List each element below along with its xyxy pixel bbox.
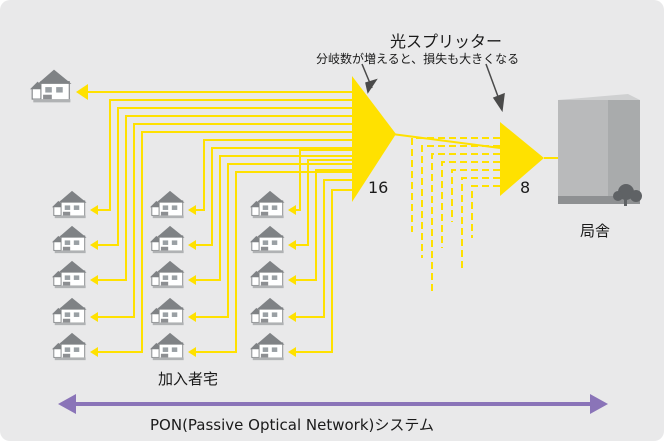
fiber-col2-r1 bbox=[190, 139, 353, 211]
system-name-label: PON(Passive Optical Network)システム bbox=[150, 416, 434, 434]
dashed-branch-6 bbox=[461, 177, 500, 268]
house-connector bbox=[188, 205, 196, 215]
fiber-col1-r2 bbox=[92, 107, 353, 246]
fiber-col1-r5 bbox=[92, 131, 353, 353]
house-connector bbox=[288, 205, 296, 215]
dashed-branch-4 bbox=[441, 161, 500, 248]
dashed-branch-7 bbox=[471, 185, 500, 238]
dashed-branch-1 bbox=[411, 137, 500, 232]
house-icon bbox=[150, 297, 186, 326]
house-icon bbox=[250, 297, 286, 326]
fiber-col3-r3 bbox=[290, 169, 353, 281]
dashed-branch-lines bbox=[411, 137, 500, 292]
fiber-col3-r2 bbox=[290, 159, 353, 246]
fiber-col3-r4 bbox=[290, 179, 353, 318]
house-connector bbox=[90, 312, 98, 322]
fiber-col2-r4 bbox=[190, 163, 353, 318]
house-icon bbox=[30, 69, 73, 103]
house-connector bbox=[90, 240, 98, 250]
house-connector bbox=[188, 240, 196, 250]
house-connector bbox=[288, 312, 296, 322]
house-icon bbox=[52, 190, 88, 219]
double-headed-arrow bbox=[58, 394, 608, 414]
subscriber-fiber-lines bbox=[86, 91, 353, 353]
house-icon bbox=[52, 297, 88, 326]
subscriber-houses bbox=[52, 190, 296, 361]
fiber-col1-r3 bbox=[92, 115, 353, 281]
house-connector bbox=[288, 240, 296, 250]
house-connector bbox=[288, 347, 296, 357]
house-icon bbox=[150, 260, 186, 289]
house-icon bbox=[250, 332, 286, 361]
central-office-label: 局舎 bbox=[580, 222, 611, 240]
subscribers-label: 加入者宅 bbox=[158, 370, 219, 388]
fiber-col2-r3 bbox=[190, 155, 353, 281]
fiber-col3-r5 bbox=[290, 189, 353, 353]
fiber-col2-r2 bbox=[190, 147, 353, 246]
split-ratio-first: 16 bbox=[368, 178, 389, 197]
callout-arrow-right bbox=[485, 63, 501, 103]
house-icon bbox=[250, 260, 286, 289]
house-icon bbox=[52, 260, 88, 289]
fiber-col1-r4 bbox=[92, 123, 353, 318]
house-connector bbox=[76, 84, 88, 100]
dashed-branch-3 bbox=[431, 153, 500, 292]
dashed-branch-5 bbox=[451, 169, 500, 222]
house-icon bbox=[250, 190, 286, 219]
house-connector bbox=[188, 347, 196, 357]
building-base bbox=[558, 196, 640, 204]
house-connector bbox=[188, 312, 196, 322]
tree-icon bbox=[613, 184, 642, 206]
house-icon bbox=[150, 190, 186, 219]
house-icon bbox=[52, 332, 88, 361]
house-connector bbox=[90, 347, 98, 357]
house-connector bbox=[288, 275, 296, 285]
house-icon bbox=[52, 225, 88, 254]
fiber-col1-r1 bbox=[92, 99, 353, 211]
house-icon bbox=[150, 332, 186, 361]
splitter-16-triangle bbox=[352, 76, 396, 202]
callout-arrows bbox=[361, 63, 505, 113]
house-icon bbox=[150, 225, 186, 254]
split-ratio-second: 8 bbox=[520, 178, 531, 197]
house-connector bbox=[188, 275, 196, 285]
splitter-title: 光スプリッター bbox=[390, 32, 503, 51]
house-connector bbox=[90, 205, 98, 215]
splitter-note: 分岐数が増えると、損失も大きくなる bbox=[316, 52, 520, 66]
dashed-branch-2 bbox=[421, 145, 500, 258]
house-icon bbox=[250, 225, 286, 254]
fiber-col2-r5 bbox=[190, 171, 353, 353]
house-connector bbox=[90, 275, 98, 285]
splitter-8-triangle bbox=[500, 122, 544, 196]
